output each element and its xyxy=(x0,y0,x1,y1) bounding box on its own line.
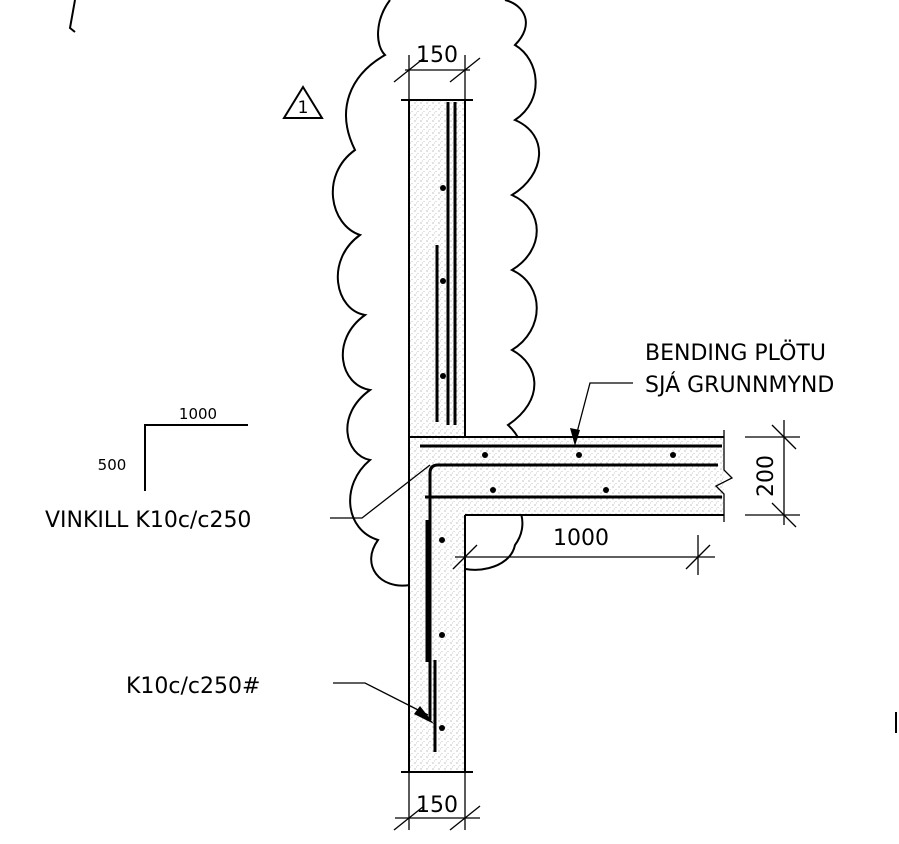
top-width-value: 150 xyxy=(416,43,458,68)
slab-length-value: 1000 xyxy=(553,526,609,551)
bottom-width-dimension: 150 xyxy=(393,772,481,831)
rebar-dot xyxy=(670,452,676,458)
k10-label: K10c/c250# xyxy=(126,674,260,699)
revision-number: 1 xyxy=(298,98,309,118)
vinkill-label: VINKILL K10c/c250 xyxy=(45,508,251,533)
concrete-section xyxy=(409,100,724,772)
rebar-dot xyxy=(576,452,582,458)
angle-legend-vertical: 500 xyxy=(98,456,127,474)
rebar-dots xyxy=(439,185,676,731)
rebar-dot xyxy=(439,725,445,731)
slab-thickness-value: 200 xyxy=(754,455,779,497)
angle-legend-horizontal: 1000 xyxy=(179,405,217,423)
bending-label-line1: BENDING PLÖTU xyxy=(645,340,826,366)
slab-break-line xyxy=(714,430,734,522)
vinkill-callout: VINKILL K10c/c250 xyxy=(45,464,431,533)
rebar-dot xyxy=(440,185,446,191)
k10-callout: K10c/c250# xyxy=(126,674,434,724)
rebar-dot xyxy=(439,537,445,543)
slab-thickness-dimension: 200 xyxy=(745,420,800,528)
partial-symbol xyxy=(68,0,76,33)
bending-leader-arrow xyxy=(570,428,580,446)
rebar-dot xyxy=(440,278,446,284)
rebar-dot xyxy=(603,487,609,493)
top-width-dimension: 150 xyxy=(393,43,481,100)
angle-legend: 1000 500 xyxy=(98,405,248,491)
rebar-dot xyxy=(439,632,445,638)
revision-triangle: 1 xyxy=(282,85,324,119)
angle-rebar xyxy=(428,463,718,720)
bottom-width-value: 150 xyxy=(416,793,458,818)
bending-callout: BENDING PLÖTU SJÁ GRUNNMYND xyxy=(570,340,834,446)
k10-leader-arrow xyxy=(414,706,434,724)
rebar-dot xyxy=(440,373,446,379)
slab-length-dimension: 1000 xyxy=(452,520,715,575)
rebar-dot xyxy=(482,452,488,458)
bending-label-line2: SJÁ GRUNNMYND xyxy=(645,372,834,398)
rebar-dot xyxy=(490,487,496,493)
